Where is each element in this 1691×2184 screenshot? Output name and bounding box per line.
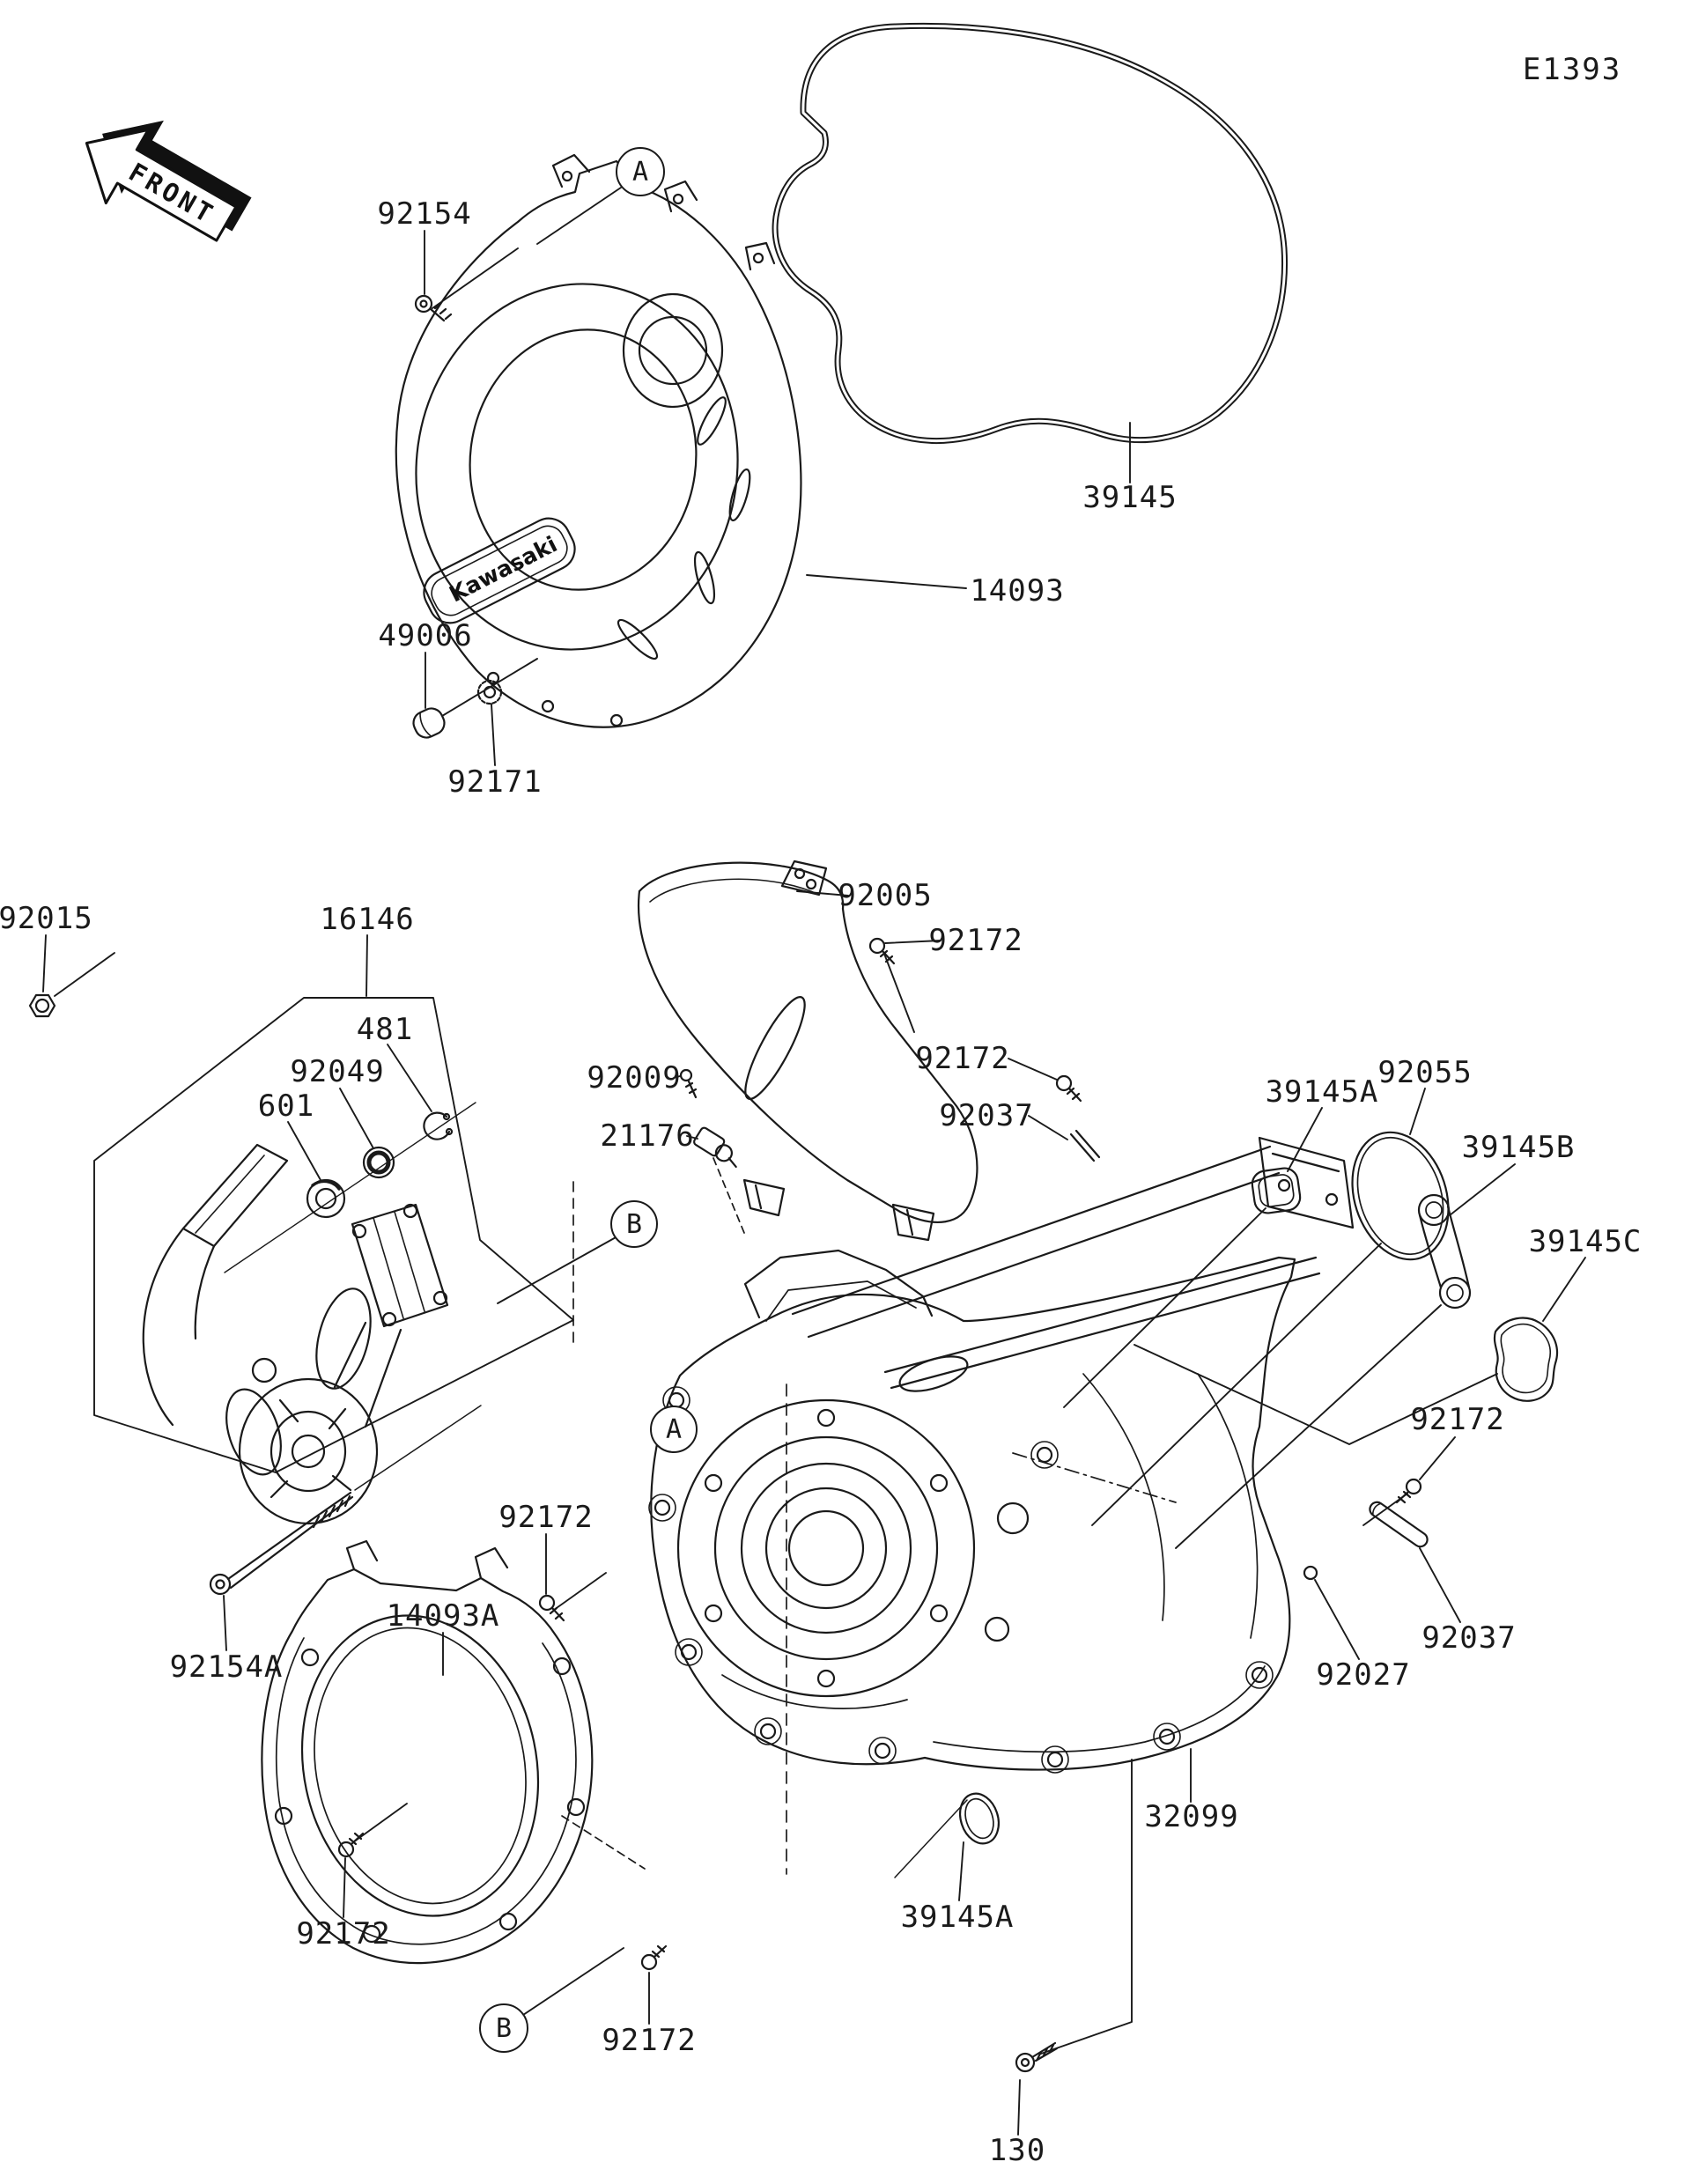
leader-lines-bottom-left [224, 1534, 649, 2024]
ref-callout-b-mid: B [610, 1200, 658, 1248]
part-label-92172-f: 92172 [602, 2023, 697, 2058]
part-label-92015: 92015 [0, 901, 93, 936]
part-label-130: 130 [988, 2133, 1046, 2168]
part-drawing-92154A-bolt [210, 1406, 481, 1594]
part-label-92154A: 92154A [169, 1649, 284, 1685]
part-drawing-39145C-gasket [1495, 1318, 1557, 1401]
part-label-92037-a: 92037 [939, 1098, 1034, 1133]
part-label-92172-e: 92172 [296, 1916, 391, 1952]
part-label-92027: 92027 [1316, 1657, 1411, 1693]
part-label-92005: 92005 [838, 878, 933, 913]
leader-lines-top [425, 188, 1130, 765]
part-label-39145A-mid: 39145A [1265, 1074, 1379, 1110]
part-drawing-39145A-seal-mid [1251, 1167, 1302, 1215]
part-drawing-32099-cover [649, 1138, 1353, 1773]
part-label-92171: 92171 [447, 764, 543, 800]
part-label-92154: 92154 [377, 196, 472, 232]
part-drawing-92172-screw-b [1057, 1076, 1081, 1101]
part-drawing-16146-bracket [144, 1103, 476, 1524]
part-label-481: 481 [356, 1012, 414, 1047]
part-label-92172-a: 92172 [928, 923, 1023, 958]
part-label-14093: 14093 [970, 573, 1065, 609]
part-drawing-39145A-seal-bottom [954, 1789, 1005, 1848]
part-drawing-481-circlip [424, 1113, 452, 1140]
part-label-32099: 32099 [1144, 1799, 1239, 1834]
part-drawing-92172-screw-c [540, 1596, 564, 1620]
ref-callout-b-bottom: B [479, 2003, 528, 2053]
part-label-39145: 39145 [1082, 480, 1178, 515]
part-label-39145B: 39145B [1461, 1130, 1576, 1165]
part-label-92009: 92009 [587, 1060, 682, 1096]
construction-dashed-lines [562, 1158, 1176, 1874]
assembly-box-16146 [94, 998, 573, 1472]
leader-lines-right-seals [1064, 1088, 1585, 1548]
leader-lines-duct [674, 891, 1067, 1140]
part-label-601: 601 [257, 1088, 315, 1124]
part-label-92172-b: 92172 [915, 1041, 1010, 1076]
part-label-92049: 92049 [290, 1054, 385, 1089]
part-drawing-92049-seal [364, 1147, 394, 1177]
part-label-39145C: 39145C [1528, 1224, 1643, 1259]
part-drawing-92154-screw [416, 296, 451, 321]
part-drawing-601-bearing [307, 1180, 344, 1217]
part-drawing-92055-oring [1337, 1120, 1465, 1273]
part-drawing-92037-pin-b [1367, 1500, 1429, 1550]
part-drawing-92172-screw-a [870, 939, 894, 963]
part-drawing-92015-nut [30, 995, 55, 1016]
leader-lines-middle-left [43, 935, 617, 1303]
part-drawing-14093A-cover [262, 1541, 592, 1963]
part-drawing-49006-plug [410, 705, 447, 742]
part-label-21176: 21176 [600, 1118, 695, 1154]
front-arrow-icon: FRONT [65, 120, 252, 264]
part-drawing-92009-screw [681, 1070, 696, 1097]
cover-perimeter-lugs [649, 1387, 1273, 1773]
part-label-92055: 92055 [1377, 1055, 1473, 1090]
part-label-92172-d: 92172 [1410, 1402, 1505, 1437]
leader-lines-bottom-right [895, 1437, 1460, 2135]
ref-callout-a-top: A [616, 147, 665, 196]
ref-callout-a-bottom: A [650, 1406, 698, 1453]
part-label-14093A: 14093A [386, 1598, 500, 1634]
part-label-92172-c: 92172 [498, 1500, 594, 1535]
part-label-39145A-bottom: 39145A [900, 1900, 1015, 1935]
part-drawing-130-bolt [1016, 2043, 1057, 2071]
part-drawing-39145B-gasket-clip [1419, 1195, 1470, 1308]
part-label-92037-b: 92037 [1421, 1620, 1517, 1656]
part-drawing-92027-ball [1304, 1567, 1317, 1579]
part-label-16146: 16146 [320, 902, 415, 937]
page-code: E1393 [1522, 52, 1622, 87]
part-drawing-21176-sensor [693, 1126, 745, 1169]
part-drawing-92172-screw-f [642, 1946, 666, 1969]
part-label-49006: 49006 [378, 618, 473, 653]
part-drawing-39145 [775, 26, 1284, 440]
part-drawing-92037-pin-a [1071, 1131, 1099, 1161]
